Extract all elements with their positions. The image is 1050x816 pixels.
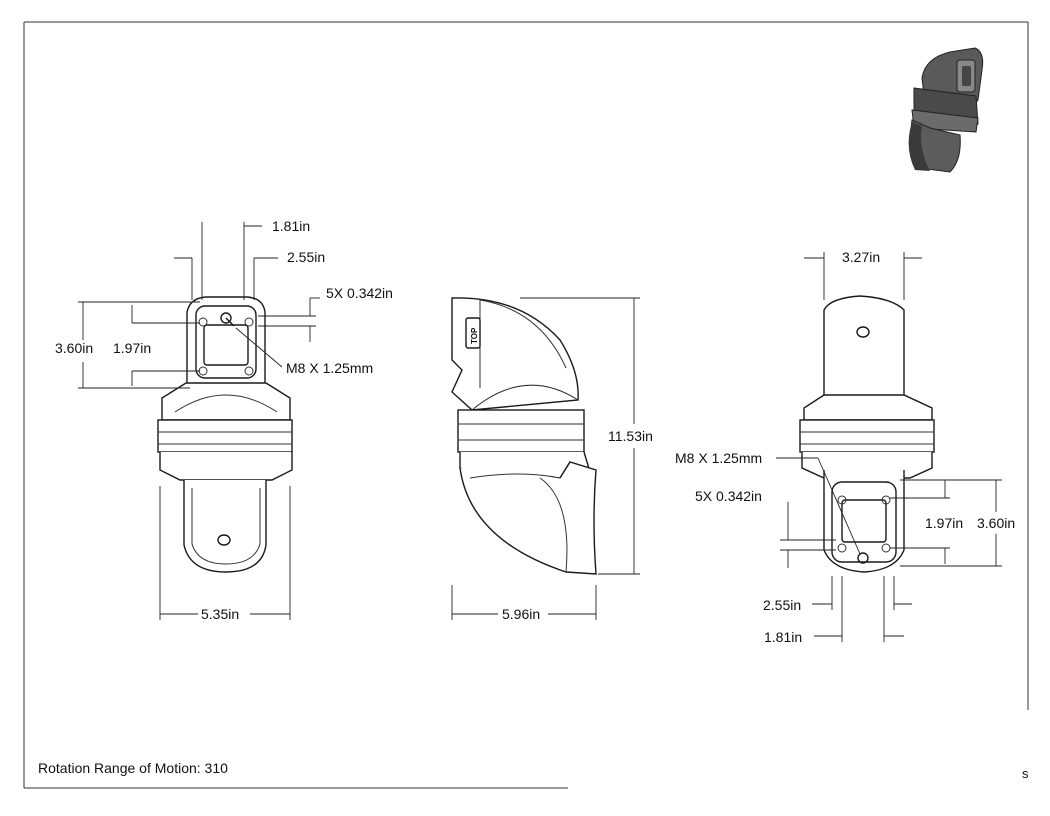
dim-height: 11.53in xyxy=(608,428,653,444)
dim-bottom-inner: 1.81in xyxy=(764,629,802,645)
dim-top-inner: 1.81in xyxy=(272,218,310,234)
dim-height-inner: 1.97in xyxy=(925,515,963,531)
thread-callout: M8 X 1.25mm xyxy=(286,360,373,376)
top-mark: TOP xyxy=(470,327,479,344)
isometric-preview xyxy=(908,47,984,173)
thread-callout: M8 X 1.25mm xyxy=(675,450,762,466)
front-view: 1.81in 2.55in 5X 0.342in 3.60in 1.97in M… xyxy=(55,218,393,622)
dim-height-outer: 3.60in xyxy=(977,515,1015,531)
dim-width: 5.96in xyxy=(502,606,540,622)
dim-top-outer: 2.55in xyxy=(287,249,325,265)
sheet-border xyxy=(23,21,1029,789)
dim-top-width: 3.27in xyxy=(842,249,880,265)
back-view: 3.27in M8 X 1.25mm 5X 0.342in 1.97in 3.6… xyxy=(675,249,1015,645)
side-view: TOP 11.53in 5.96in xyxy=(451,297,653,622)
dim-height-outer: 3.60in xyxy=(55,340,93,356)
dim-width: 5.35in xyxy=(201,606,239,622)
dim-height-inner: 1.97in xyxy=(113,340,151,356)
dim-holes: 5X 0.342in xyxy=(326,285,393,301)
dim-holes: 5X 0.342in xyxy=(695,488,762,504)
stray-text: s xyxy=(1022,766,1029,781)
dim-bottom-outer: 2.55in xyxy=(763,597,801,613)
rotation-caption: Rotation Range of Motion: 310 xyxy=(38,760,228,776)
